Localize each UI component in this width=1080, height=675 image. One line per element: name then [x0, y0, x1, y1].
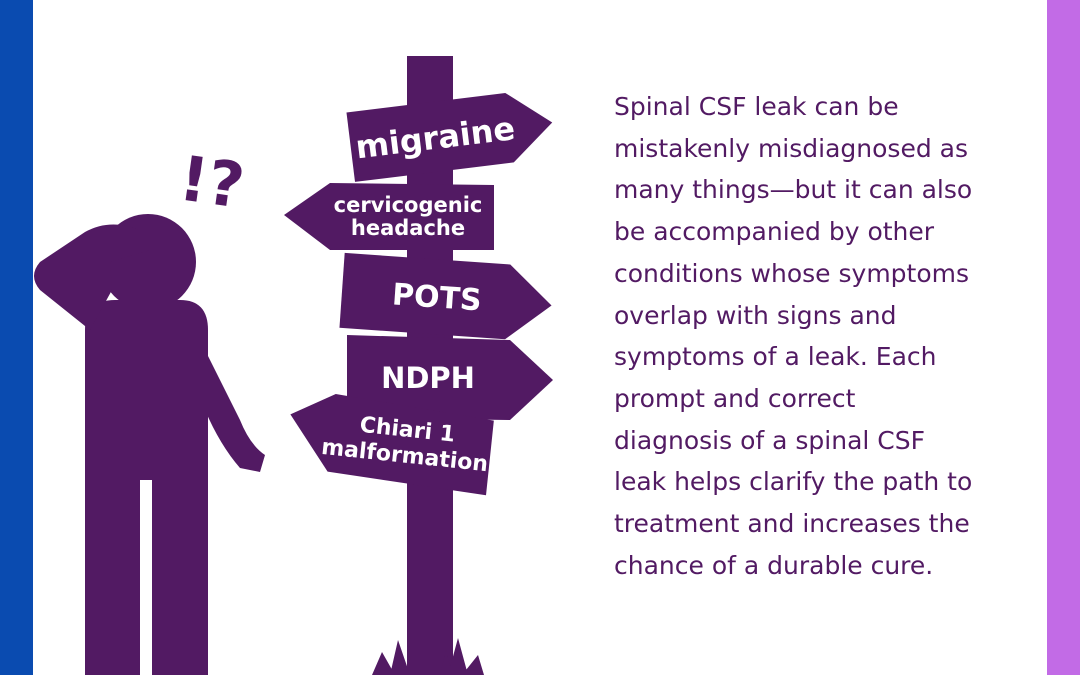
body-line: mistakenly misdiagnosed as — [614, 133, 968, 163]
body-line: conditions whose symptoms — [614, 258, 970, 288]
sign-ndph-label: NDPH — [381, 361, 475, 395]
body-line: prompt and correct — [614, 383, 856, 413]
grass-icon — [372, 638, 484, 675]
left-accent-bar — [0, 0, 33, 675]
body-line: treatment and increases the — [614, 509, 970, 539]
body-text: Spinal CSF leak can be mistakenly misdia… — [614, 86, 1044, 586]
sign-pots-label: POTS — [391, 277, 483, 318]
body-line: leak helps clarify the path to — [614, 467, 973, 497]
sign-ndph: NDPH — [347, 335, 553, 420]
body-line: overlap with signs and — [614, 300, 897, 330]
body-line: chance of a durable cure. — [614, 550, 934, 580]
sign-pots: POTS — [339, 252, 552, 340]
body-line: diagnosis of a spinal CSF — [614, 425, 925, 455]
body-line: many things—but it can also — [614, 175, 973, 205]
body-line: be accompanied by other — [614, 217, 935, 247]
body-line: Spinal CSF leak can be — [614, 92, 899, 121]
sign-cervicogenic-label-line1: cervicogenic — [334, 193, 483, 217]
confused-person-icon — [34, 214, 265, 675]
right-accent-bar — [1047, 0, 1080, 675]
sign-cervicogenic-label-line2: headache — [351, 216, 465, 240]
sign-migraine: migraine — [346, 92, 553, 182]
sign-cervicogenic-headache: cervicogenic headache — [284, 183, 494, 250]
exclamation-question-mark: !? — [175, 141, 249, 222]
sign-chiari-malformation: Chiari 1 malformation — [290, 394, 494, 496]
body-line: symptoms of a leak. Each — [614, 342, 937, 372]
